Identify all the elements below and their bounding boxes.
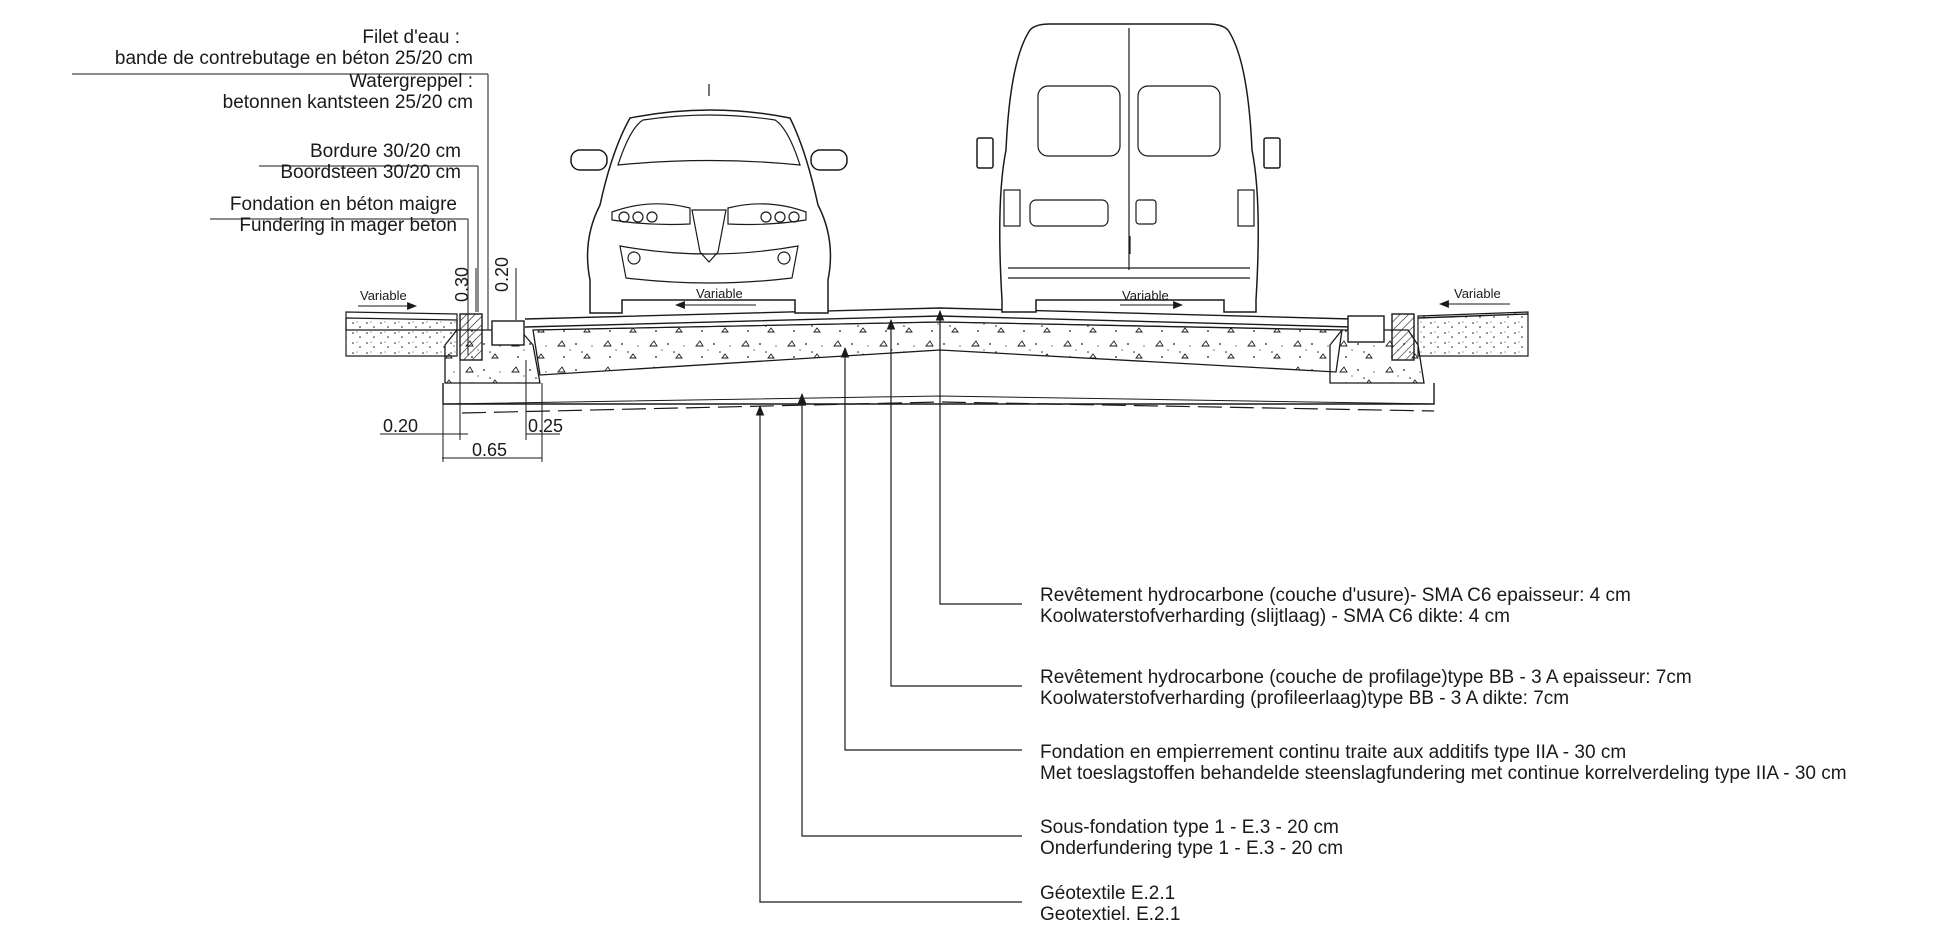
label-bordure: Bordure 30/20 cm (310, 141, 461, 162)
label-fundering-mager: Fundering in mager beton (239, 215, 457, 236)
variable-label: Variable (360, 288, 407, 303)
layer-1-fr: Revêtement hydrocarbone (couche d'usure)… (1040, 585, 1631, 606)
pavement-structure (345, 307, 1529, 414)
dim-total-width: 0.65 (472, 440, 507, 460)
layer-descriptions: Revêtement hydrocarbone (couche d'usure)… (1040, 585, 1847, 925)
variable-label: Variable (1122, 288, 1169, 303)
dimensions: 0.30 0.20 0.20 0.25 0.65 (380, 257, 563, 462)
van-rear-view-icon (976, 23, 1281, 313)
variable-annotations: Variable Variable Variable Variable (358, 286, 1510, 310)
top-labels: Filet d'eau : bande de contrebutage en b… (115, 27, 473, 236)
layer-1-nl: Koolwaterstofverharding (slijtlaag) - SM… (1040, 606, 1510, 627)
label-watergreppel-desc: betonnen kantsteen 25/20 cm (223, 92, 473, 113)
variable-label: Variable (696, 286, 743, 301)
dim-curb-height: 0.30 (452, 267, 472, 302)
label-filet-title: Filet d'eau : (362, 27, 460, 48)
layer-2-fr: Revêtement hydrocarbone (couche de profi… (1040, 667, 1692, 688)
label-boordsteen: Boordsteen 30/20 cm (280, 162, 461, 183)
dim-right-offset: 0.25 (528, 416, 563, 436)
car-front-view-icon (570, 84, 848, 314)
layer-2-nl: Koolwaterstofverharding (profileerlaag)t… (1040, 688, 1569, 709)
layer-3-fr: Fondation en empierrement continu traite… (1040, 742, 1626, 763)
layer-5-fr: Géotextile E.2.1 (1040, 883, 1175, 904)
layer-4-nl: Onderfundering type 1 - E.3 - 20 cm (1040, 838, 1343, 859)
label-watergreppel-title: Watergreppel : (349, 71, 473, 92)
layer-3-nl: Met toeslagstoffen behandelde steenslagf… (1040, 763, 1847, 784)
layer-leaders (755, 309, 1022, 903)
layer-4-fr: Sous-fondation type 1 - E.3 - 20 cm (1040, 817, 1339, 838)
layer-5-nl: Geotextiel. E.2.1 (1040, 904, 1180, 925)
label-filet-desc: bande de contrebutage en béton 25/20 cm (115, 48, 473, 69)
label-fondation-maigre: Fondation en béton maigre (230, 194, 457, 215)
dim-gutter-height: 0.20 (492, 257, 512, 292)
variable-label: Variable (1454, 286, 1501, 301)
dim-left-offset: 0.20 (383, 416, 418, 436)
top-label-leaders (72, 73, 489, 355)
